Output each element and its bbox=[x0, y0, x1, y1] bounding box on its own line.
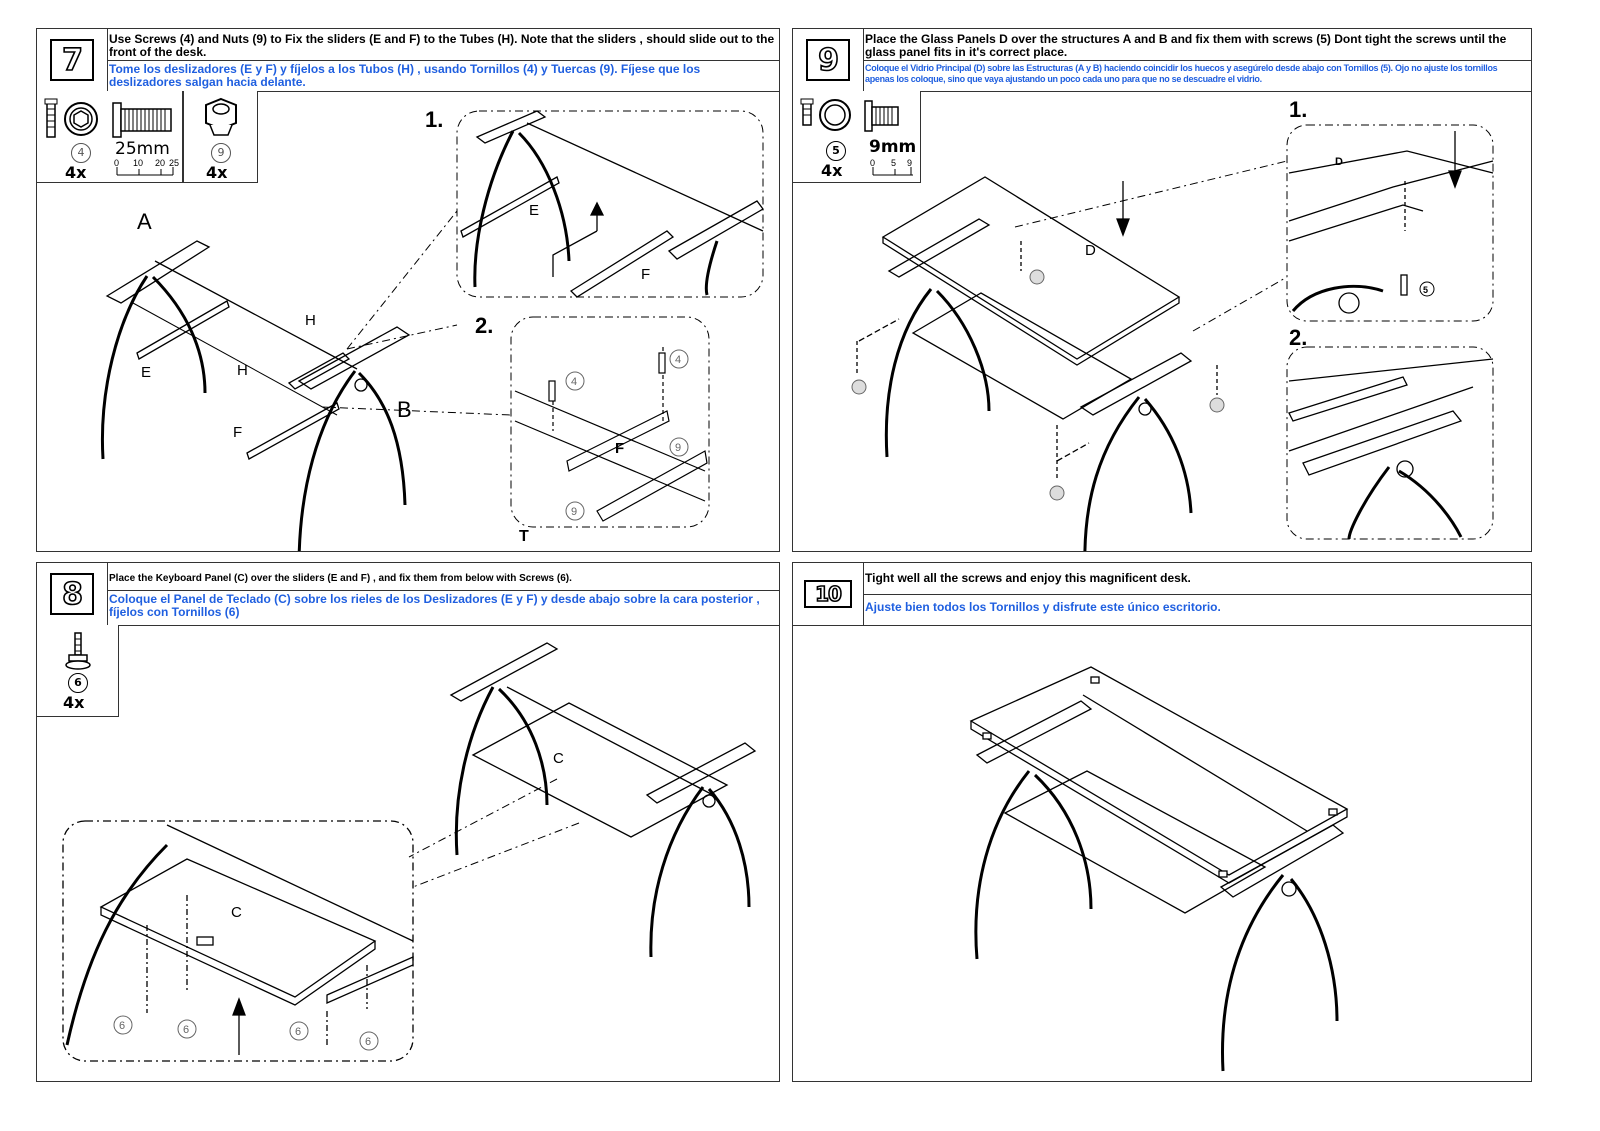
step-8-number: 8 bbox=[50, 573, 94, 615]
step-8-instruction-es: Coloque el Panel de Teclado (C) sobre lo… bbox=[109, 592, 760, 619]
step-9-number-cell: 9 bbox=[793, 29, 864, 91]
step-10-instruction-en: Tight well all the screws and enjoy this… bbox=[865, 571, 1191, 585]
nut-9-icon bbox=[205, 97, 237, 136]
step-9-panel: 9 Place the Glass Panels D over the stru… bbox=[792, 28, 1532, 552]
step-9-screw-length: 9mm bbox=[869, 137, 917, 157]
label-B: B bbox=[397, 397, 412, 422]
step-7-screw-length: 25mm bbox=[115, 139, 170, 159]
detail-2-frame bbox=[510, 316, 710, 528]
step-9-header: 9 Place the Glass Panels D over the stru… bbox=[793, 29, 1531, 92]
step-7-instruction-es: Tome los deslizadores (E y F) y fíjelos … bbox=[109, 62, 701, 89]
step-8-screw-number: 6 bbox=[68, 673, 88, 693]
label-F: F bbox=[233, 424, 242, 441]
step-10-number-cell: 10 bbox=[793, 563, 864, 625]
step-8-diagram: C C 6 6 6 6 bbox=[62, 642, 757, 1062]
step-10-number: 10 bbox=[804, 580, 852, 608]
step-9-detail-1-label: 1. bbox=[1289, 97, 1307, 122]
step-10-instruction-es: Ajuste bien todos los Tornillos y disfru… bbox=[865, 600, 1221, 614]
step-8-label-C-detail: C bbox=[231, 904, 242, 921]
step-8-panel: 8 Place the Keyboard Panel (C) over the … bbox=[36, 562, 780, 1082]
step-8-number-cell: 8 bbox=[37, 563, 108, 625]
step-8-header: 8 Place the Keyboard Panel (C) over the … bbox=[37, 563, 779, 626]
step-7-nut-number: 9 bbox=[211, 143, 231, 163]
detail-2-c9b: 9 bbox=[571, 506, 577, 518]
detail-1-F: F bbox=[641, 266, 650, 283]
step-8-c6d: 6 bbox=[365, 1036, 371, 1048]
step-8-c6b: 6 bbox=[183, 1024, 189, 1036]
scale-20: 20 bbox=[155, 158, 165, 168]
screw-6-icon bbox=[65, 632, 91, 670]
step-8-screw-qty: 4x bbox=[63, 693, 85, 712]
scale-10: 10 bbox=[133, 158, 143, 168]
detail-2-c9a: 9 bbox=[675, 442, 681, 454]
label-A: A bbox=[137, 209, 152, 234]
step-8-c6c: 6 bbox=[295, 1026, 301, 1038]
detail-2-c4a: 4 bbox=[571, 376, 577, 388]
step-7-screw-qty: 4x bbox=[65, 163, 87, 182]
step-9-instruction-es: Coloque el Vidrio Principal (D) sobre la… bbox=[865, 63, 1498, 84]
scale-0: 0 bbox=[114, 158, 119, 168]
screw-5-icon bbox=[800, 98, 899, 132]
step-7-number: 7 bbox=[50, 39, 94, 81]
step-10-diagram bbox=[969, 666, 1349, 1072]
step-7-number-cell: 7 bbox=[37, 29, 108, 91]
step-9-number: 9 bbox=[806, 39, 850, 81]
step-8-label-C-main: C bbox=[553, 750, 564, 767]
detail-2-label: 2. bbox=[475, 313, 493, 338]
step-7-header: 7 Use Screws (4) and Nuts (9) to Fix the… bbox=[37, 29, 779, 92]
step-8-c6a: 6 bbox=[119, 1020, 125, 1032]
step-10-header: 10 Tight well all the screws and enjoy t… bbox=[793, 563, 1531, 626]
label-H: H bbox=[305, 312, 316, 329]
step-9-label-D: D bbox=[1085, 242, 1096, 259]
scale-25: 25 bbox=[169, 158, 179, 168]
detail-2-c4b: 4 bbox=[675, 354, 681, 366]
step-7-diagram: A B E H H F 1. E F 2. bbox=[100, 107, 764, 551]
step-9-detail-2-frame bbox=[1286, 346, 1494, 540]
step-9-detail-1-D: D bbox=[1335, 156, 1343, 168]
detail-2-F: F bbox=[615, 440, 624, 457]
detail-2-T: T bbox=[519, 528, 529, 545]
detail-1-E: E bbox=[529, 202, 539, 219]
detail-1-frame bbox=[456, 110, 764, 298]
screw-4-icon bbox=[44, 98, 172, 138]
step-9-detail-2-label: 2. bbox=[1289, 325, 1307, 350]
label-H2: H bbox=[237, 362, 248, 379]
step-9-screw-number: 5 bbox=[826, 141, 846, 161]
step-7-hardware-screw: 4 4x 25mm 0 10 20 25 bbox=[37, 91, 183, 183]
scale9-0: 0 bbox=[870, 158, 875, 168]
step-7-screw-number: 4 bbox=[71, 143, 91, 163]
step-9-instruction-en: Place the Glass Panels D over the struct… bbox=[865, 32, 1507, 59]
step-9-hardware-screw: 5 4x 9mm 0 5 9 bbox=[793, 91, 921, 183]
step-9-diagram: D 1. D 5 2. bbox=[851, 97, 1494, 551]
step-7-nut-qty: 4x bbox=[206, 163, 228, 182]
scale9-9: 9 bbox=[907, 158, 912, 168]
step-9-screw-qty: 4x bbox=[821, 161, 843, 180]
step-8-hardware-screw: 6 4x bbox=[37, 625, 119, 717]
step-7-panel: 7 Use Screws (4) and Nuts (9) to Fix the… bbox=[36, 28, 780, 552]
detail-1-label: 1. bbox=[425, 107, 443, 132]
step-7-hardware-nut: 9 4x bbox=[183, 91, 258, 183]
step-7-instruction-en: Use Screws (4) and Nuts (9) to Fix the s… bbox=[109, 32, 775, 59]
step-9-detail-1-frame bbox=[1286, 124, 1494, 322]
scale9-5: 5 bbox=[891, 158, 896, 168]
step-8-instruction-en: Place the Keyboard Panel (C) over the sl… bbox=[109, 573, 572, 584]
step-9-c5: 5 bbox=[1423, 285, 1428, 295]
label-E: E bbox=[141, 364, 151, 381]
step-10-panel: 10 Tight well all the screws and enjoy t… bbox=[792, 562, 1532, 1082]
